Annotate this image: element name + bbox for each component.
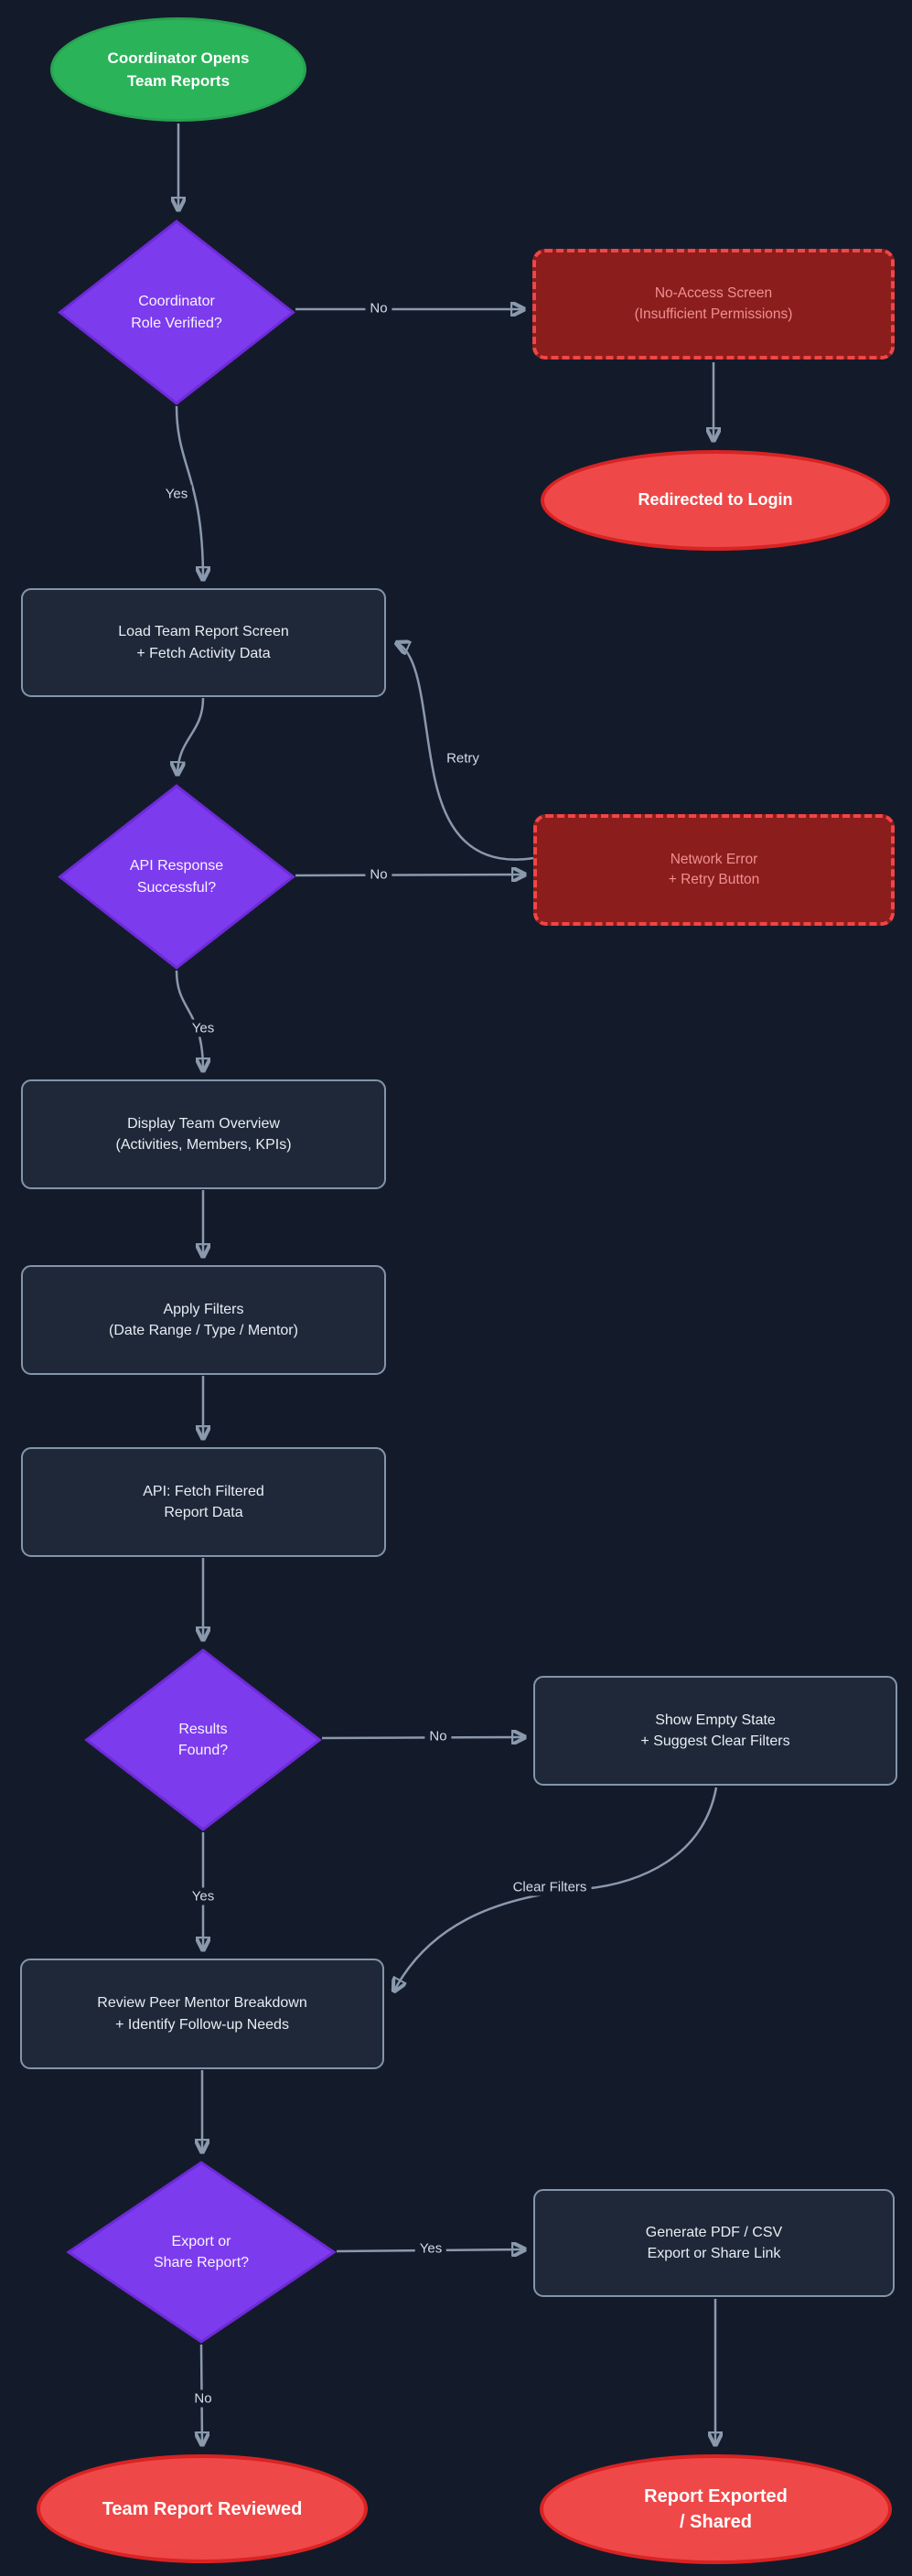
edge-label-api-no: No xyxy=(365,865,392,884)
node-label: Apply Filters (Date Range / Type / Mento… xyxy=(109,1301,298,1338)
edge-label-api-yes: Yes xyxy=(187,1019,220,1037)
edge-label-api-retry: Retry xyxy=(442,749,484,767)
edge-label-export-no: No xyxy=(189,2389,217,2408)
decision-export-or-share-report: Export or Share Report? xyxy=(66,2161,337,2344)
decision-api-response-successful: API Response Successful? xyxy=(58,784,295,970)
diamond-shape xyxy=(58,784,295,970)
error-node-network-error-retry: Network Error + Retry Button xyxy=(533,814,895,926)
edge-label-role-yes: Yes xyxy=(160,485,193,503)
node-label: Export or Share Report? xyxy=(153,2233,250,2270)
decision-coordinator-role-verified: Coordinator Role Verified? xyxy=(58,220,295,405)
start-node-coordinator-opens-team-reports: Coordinator Opens Team Reports xyxy=(50,17,306,122)
node-label: API Response Successful? xyxy=(129,858,224,896)
end-node-report-exported-shared: Report Exported / Shared xyxy=(540,2454,892,2564)
edge-label-clear-filters: Clear Filters xyxy=(508,1878,592,1896)
node-label: API: Fetch Filtered Report Data xyxy=(143,1483,264,1520)
diamond-shape xyxy=(84,1648,322,1831)
process-node-review-peer-mentor-breakdown: Review Peer Mentor Breakdown + Identify … xyxy=(20,1959,384,2069)
decision-results-found: Results Found? xyxy=(84,1648,322,1831)
node-label: Coordinator Opens Team Reports xyxy=(107,48,250,91)
node-label: Show Empty State + Suggest Clear Filters xyxy=(640,1712,790,1749)
edge-label-role-no: No xyxy=(365,299,392,317)
process-node-show-empty-state: Show Empty State + Suggest Clear Filters xyxy=(533,1676,897,1786)
error-node-no-access-screen: No-Access Screen (Insufficient Permissio… xyxy=(532,249,895,360)
end-node-redirected-to-login: Redirected to Login xyxy=(541,450,890,551)
node-label: Coordinator Role Verified? xyxy=(131,294,222,331)
node-label: Generate PDF / CSV Export or Share Link xyxy=(645,2224,783,2261)
process-node-display-team-overview: Display Team Overview (Activities, Membe… xyxy=(21,1079,386,1189)
edge-label-results-no: No xyxy=(424,1727,452,1745)
node-label: Review Peer Mentor Breakdown + Identify … xyxy=(97,1995,307,2033)
process-node-api-fetch-filtered-report-data: API: Fetch Filtered Report Data xyxy=(21,1447,386,1557)
process-node-generate-pdf-csv: Generate PDF / CSV Export or Share Link xyxy=(533,2189,895,2297)
process-node-load-team-report-screen: Load Team Report Screen + Fetch Activity… xyxy=(21,588,386,697)
end-node-team-report-reviewed: Team Report Reviewed xyxy=(37,2454,368,2563)
edge-label-export-yes: Yes xyxy=(414,2239,447,2258)
diamond-shape xyxy=(66,2161,337,2344)
node-label: Redirected to Login xyxy=(638,490,793,510)
process-node-apply-filters: Apply Filters (Date Range / Type / Mento… xyxy=(21,1265,386,1375)
node-label: Report Exported / Shared xyxy=(644,2486,788,2532)
diamond-shape xyxy=(58,220,295,405)
node-label: Team Report Reviewed xyxy=(102,2498,303,2519)
edge-label-results-yes: Yes xyxy=(187,1887,220,1905)
node-label: Load Team Report Screen + Fetch Activity… xyxy=(118,624,289,661)
node-label: No-Access Screen (Insufficient Permissio… xyxy=(634,285,793,322)
node-label: Results Found? xyxy=(177,1721,229,1758)
node-label: Display Team Overview (Activities, Membe… xyxy=(115,1115,292,1153)
node-label: Network Error + Retry Button xyxy=(668,851,760,887)
